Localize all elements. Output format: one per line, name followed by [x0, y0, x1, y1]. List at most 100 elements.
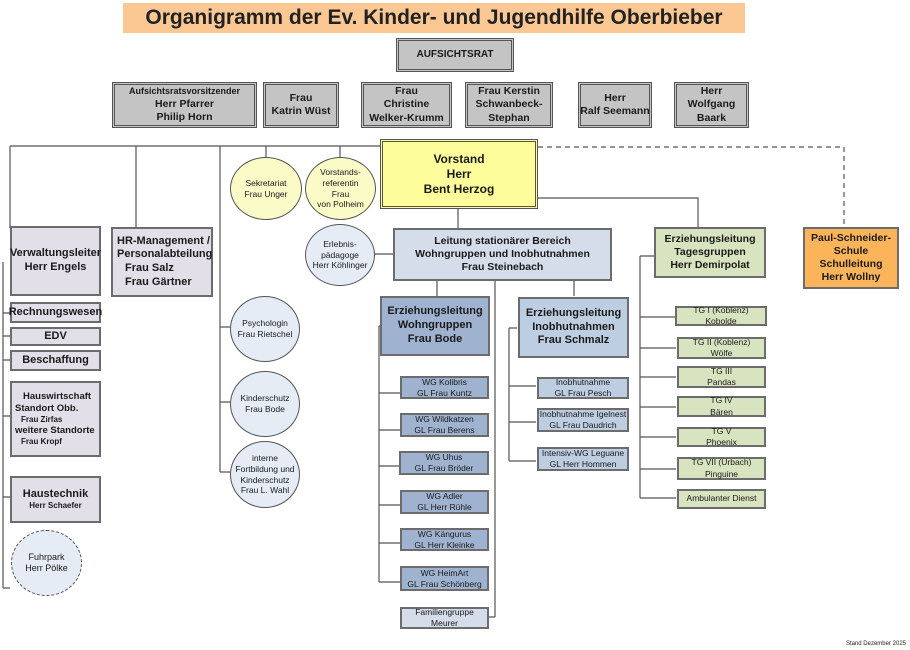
label-line: Philip Horn: [156, 110, 213, 123]
label-line: Frau: [289, 91, 313, 104]
label-line: Herr Köhlinger: [312, 260, 368, 271]
label-line: Frau Kropf: [21, 436, 62, 446]
label-line: Herr Wollny: [821, 271, 881, 284]
page-title: Organigramm der Ev. Kinder- und Jugendhi…: [123, 3, 745, 33]
label-line: Bären: [710, 406, 733, 417]
label-line: Herr Demirpolat: [670, 259, 750, 272]
residential-group: WG Kängurus GL Herr Kleinke: [400, 528, 489, 551]
label-line: HR-Management /: [117, 234, 210, 247]
label-line: Frau Gärtner: [125, 275, 192, 288]
connector-tg: [639, 255, 676, 499]
executive-assistant-node: Vorstands- referentin Frau von Polheim: [305, 157, 376, 220]
label-line: Meurer: [431, 618, 458, 628]
label-line: TG IV: [710, 395, 733, 406]
label-line: Inobhutnahme: [555, 377, 611, 388]
label-line: von Polheim: [317, 199, 364, 210]
label-line: Wohngruppen: [397, 319, 473, 332]
label-line: GL Herr Rühle: [417, 502, 472, 512]
label-line: Erziehungsleitung: [664, 232, 756, 245]
label-line: Erziehungsleitung: [387, 305, 483, 318]
connector-verwaltung: [2, 262, 10, 589]
label-line: Welker-Krumm: [369, 111, 444, 124]
label-line: Frau L. Wahl: [240, 485, 290, 496]
label-line: Pinguine: [704, 468, 739, 479]
custody-lead-box: Erziehungsleitung Inobhutnahmen Frau Sch…: [518, 297, 629, 358]
label-line: Frau Schmalz: [537, 334, 610, 347]
label-line: TG VII (Urbach): [691, 457, 752, 468]
custody-group: Intensiv-WG Leguane GL Herr Hommen: [537, 447, 629, 471]
label-line: referentin: [322, 177, 359, 188]
label-line: Frau Steinebach: [461, 261, 544, 274]
label-line: Intensiv-WG Leguane: [541, 448, 625, 459]
label-line: Katrin Wüst: [271, 105, 331, 117]
label-line: Inobhutnahmen: [532, 320, 615, 333]
label-line: GL Herr Hommen: [549, 459, 617, 469]
label-line: GL Frau Daudrich: [549, 420, 617, 430]
day-group: TG VII (Urbach) Pinguine: [677, 457, 766, 480]
connector-fachdienste: [220, 326, 230, 473]
label-line: WG Kängurus: [417, 528, 472, 539]
label-line: Verwaltungsleiter: [9, 247, 102, 260]
board-member: Herr Wolfgang Baark: [674, 82, 749, 128]
label-line: Kinderschutz: [240, 474, 290, 485]
label-line: GL Frau Kuntz: [417, 387, 472, 398]
label-line: Herr Engels: [24, 261, 87, 273]
label-line: GL Herr Kleinke: [414, 539, 475, 550]
day-group: TG III Pandas: [677, 366, 766, 388]
label-line: Vorstands-: [320, 167, 361, 178]
ambulant-service-box: Ambulanter Dienst: [677, 489, 766, 509]
label-line: Phoenix: [706, 437, 737, 447]
board-member: Frau Katrin Wüst: [263, 82, 339, 128]
connector-inob: [508, 327, 536, 462]
connector-wg: [378, 325, 400, 583]
custody-group: Inobhutnahme Igelnest GL Frau Daudrich: [537, 408, 629, 432]
board-member: Frau Christine Welker-Krumm: [361, 82, 452, 128]
day-group: TG IV Bären: [677, 395, 766, 417]
executive-board-box: Vorstand Herr Bent Herzog: [380, 139, 538, 209]
connector-stationaer: [372, 208, 459, 255]
label-line: Fortbildung und: [235, 463, 295, 474]
label-line: Herr: [604, 91, 626, 104]
board-member: Frau Kerstin Schwanbeck- Stephan: [465, 82, 553, 128]
label-line: Familiengruppe: [415, 607, 474, 618]
label-line: Schule: [833, 244, 869, 257]
label-line: Stephan: [488, 111, 530, 124]
day-group: TG II (Koblenz) Wölfe: [677, 337, 766, 359]
day-groups-lead-box: Erziehungsleitung Tagesgruppen Herr Demi…: [654, 227, 766, 278]
label-line: Frau: [331, 188, 350, 199]
connector-schule-dashed: [538, 146, 845, 228]
label-line: GL Frau Pesch: [554, 388, 612, 398]
experiential-educator-node: Erlebnis- pädagoge Herr Köhlinger: [305, 224, 375, 286]
label-line: Vorstand: [433, 151, 485, 166]
residential-group: WG Kolibris GL Frau Kuntz: [400, 376, 489, 399]
label-line: Standort Obb.: [15, 403, 79, 415]
label-line: Sekretariat: [245, 177, 287, 188]
label-line: Aufsichtsratsvorsitzender: [128, 86, 241, 97]
label-line: WG HeimArt: [420, 567, 469, 578]
label-line: Frau Bode: [245, 404, 285, 414]
procurement-box: Beschaffung: [10, 350, 101, 371]
label-line: Erlebnis-: [323, 239, 357, 250]
label-line: Schulleitung: [819, 258, 883, 270]
label-line: Inobhutnahme Igelnest: [539, 409, 627, 420]
label-line: Wohngruppen und Inobhutnahmen: [415, 247, 590, 260]
label-line: WG Uhus: [425, 452, 463, 463]
connector-bus-top: [9, 145, 380, 472]
label-line: TG V: [711, 425, 732, 436]
label-line: Personalabteilung: [117, 248, 213, 261]
residential-group: WG Uhus GL Frau Bröder: [399, 451, 489, 475]
label-line: Herr: [446, 166, 472, 181]
accounting-box: Rechnungswesen: [9, 302, 102, 323]
label-line: Frau Unger: [244, 188, 288, 199]
day-group: TG V Phoenix: [677, 425, 766, 447]
label-line: Haustechnik: [22, 487, 89, 500]
label-line: Erziehungsleitung: [525, 306, 622, 319]
label-line: Frau Zirfas: [21, 414, 63, 424]
label-line: GL Frau Bröder: [414, 463, 474, 473]
label-line: Baark: [696, 111, 727, 124]
housekeeping-box: Hauswirtschaft Standort Obb. Frau Zirfas…: [10, 381, 101, 457]
label-line: interne: [252, 453, 278, 464]
label-line: WG Wildkatzen: [415, 414, 474, 425]
board-member-chair: Aufsichtsratsvorsitzender Herr Pfarrer P…: [112, 82, 257, 128]
label-line: pädagoge: [321, 249, 359, 260]
